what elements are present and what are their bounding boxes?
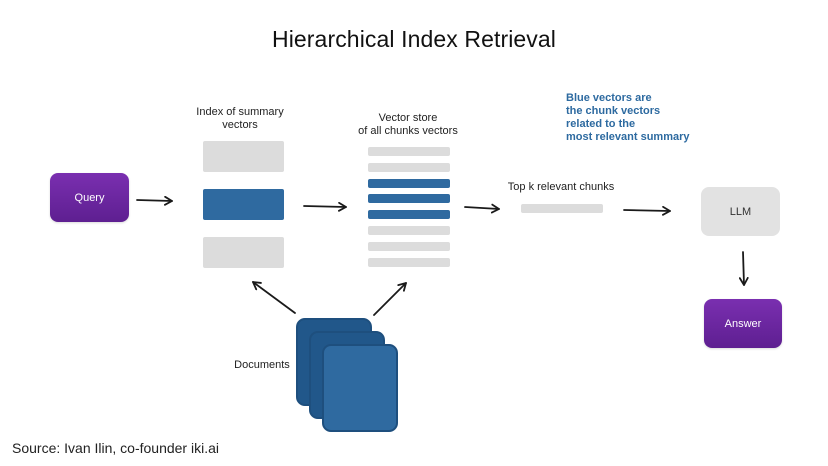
source-credit: Source: Ivan Ilin, co-founder iki.ai	[12, 440, 219, 456]
top-k-chunk-vector	[521, 204, 603, 213]
document-sheet	[322, 344, 398, 432]
top-k-caption: Top k relevant chunks	[507, 181, 615, 193]
chunk-vector-gray	[368, 147, 450, 156]
arrow-llm-to-answer	[738, 251, 749, 286]
arrow-topk-to-llm	[623, 205, 671, 216]
arrow-docs-to-index	[252, 281, 296, 314]
answer-label: Answer	[724, 317, 762, 330]
llm-label: LLM	[729, 205, 752, 218]
chunk-vector-gray	[368, 242, 450, 251]
chunk-vector-gray	[368, 226, 450, 235]
arrow-index-to-store	[303, 201, 347, 212]
summary-vector-gray	[203, 141, 284, 172]
summary-vector-gray	[203, 237, 284, 268]
arrow-store-to-topk	[464, 203, 500, 214]
chunk-vector-gray	[368, 258, 450, 267]
documents-caption: Documents	[234, 359, 290, 371]
query-node: Query	[50, 173, 129, 222]
arrow-query-to-index	[136, 195, 173, 206]
vector-store-caption: Vector store of all chunks vectors	[358, 112, 458, 137]
chunk-vector-blue	[368, 194, 450, 203]
summary-index-caption: Index of summary vectors	[196, 106, 284, 131]
chunk-vector-blue	[368, 179, 450, 188]
arrow-docs-to-store	[373, 282, 407, 316]
summary-vector-blue	[203, 189, 284, 220]
chunk-vector-blue	[368, 210, 450, 219]
blue-vectors-note: Blue vectors are the chunk vectors relat…	[566, 92, 690, 143]
query-label: Query	[74, 191, 105, 204]
diagram-title: Hierarchical Index Retrieval	[271, 26, 557, 52]
chunk-vector-gray	[368, 163, 450, 172]
answer-node: Answer	[704, 299, 782, 348]
llm-node: LLM	[701, 187, 780, 236]
